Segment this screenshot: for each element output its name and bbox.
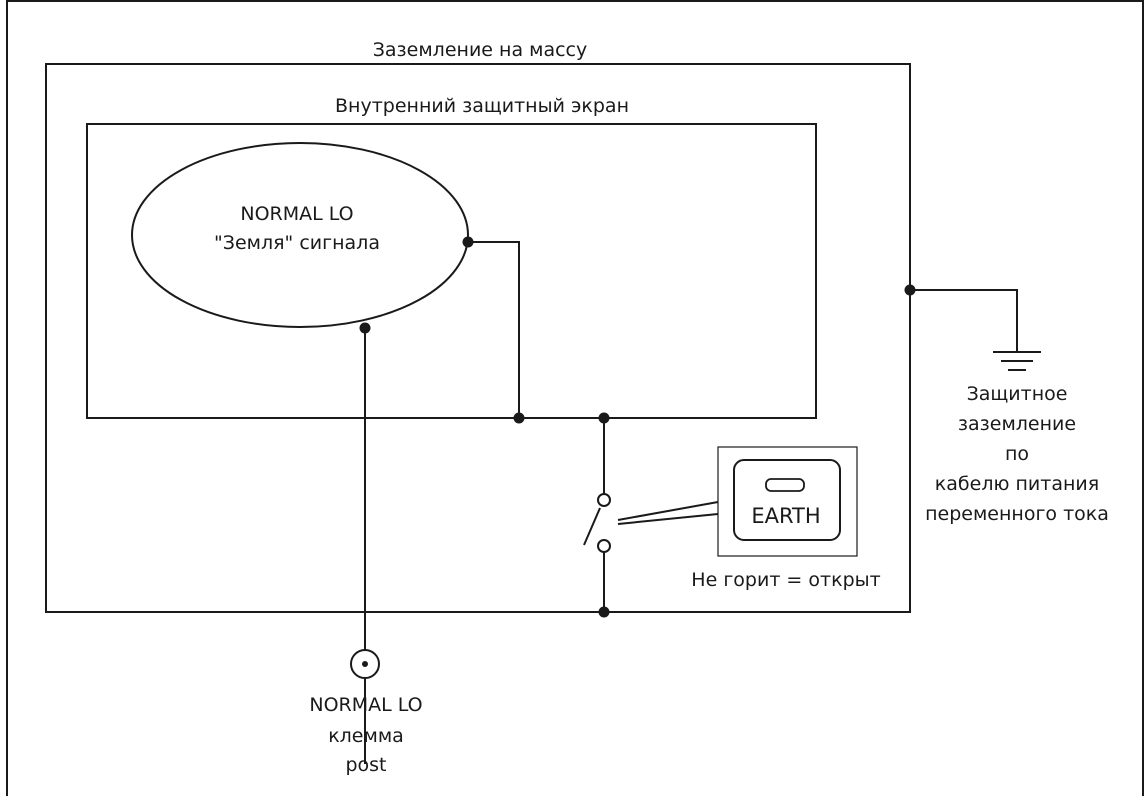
signal-ground-line1: NORMAL LO [240, 203, 353, 225]
terminal-label-line1: NORMAL LO [309, 694, 422, 716]
earth-ground-icon [993, 351, 1041, 371]
signal-to-shield-wire [468, 241, 520, 418]
signal-ground-ellipse [131, 142, 469, 328]
protective-earth-line2: заземление [958, 413, 1076, 435]
junction-inner-shield-bottom [513, 412, 525, 424]
outer-shield-box [45, 63, 911, 613]
earth-indicator-led [765, 478, 805, 492]
protective-earth-line1: Защитное [967, 383, 1068, 405]
protective-earth-line4: кабелю питания [935, 473, 1099, 495]
figure-frame [6, 0, 1144, 796]
callout-line-top [617, 501, 719, 521]
protective-earth-wire [910, 289, 1018, 352]
protective-earth-line5: переменного тока [925, 503, 1109, 525]
callout-line-bottom [617, 513, 719, 525]
protective-earth-line3: по [1005, 443, 1029, 465]
inner-shield-label: Внутренний защитный экран [335, 95, 629, 117]
junction-switch-top [598, 412, 610, 424]
inner-shield-box [86, 123, 817, 419]
terminal-post-icon [350, 649, 380, 679]
junction-outer-shield-right [904, 284, 916, 296]
junction-ellipse-bottom [359, 322, 371, 334]
earth-button-label: EARTH [751, 504, 820, 528]
switch-contact-bottom [597, 539, 611, 553]
switch-contact-top [597, 493, 611, 507]
terminal-label-line3: post [345, 754, 386, 776]
junction-switch-bottom [598, 606, 610, 618]
switch-state-label: Не горит = открыт [691, 569, 880, 591]
earth-button [733, 459, 841, 541]
outer-shield-label: Заземление на массу [373, 39, 588, 61]
junction-ellipse-right [462, 236, 474, 248]
terminal-label-line2: клемма [328, 725, 404, 747]
switch-blade [583, 507, 601, 546]
signal-ground-line2: "Земля" сигнала [214, 232, 380, 254]
